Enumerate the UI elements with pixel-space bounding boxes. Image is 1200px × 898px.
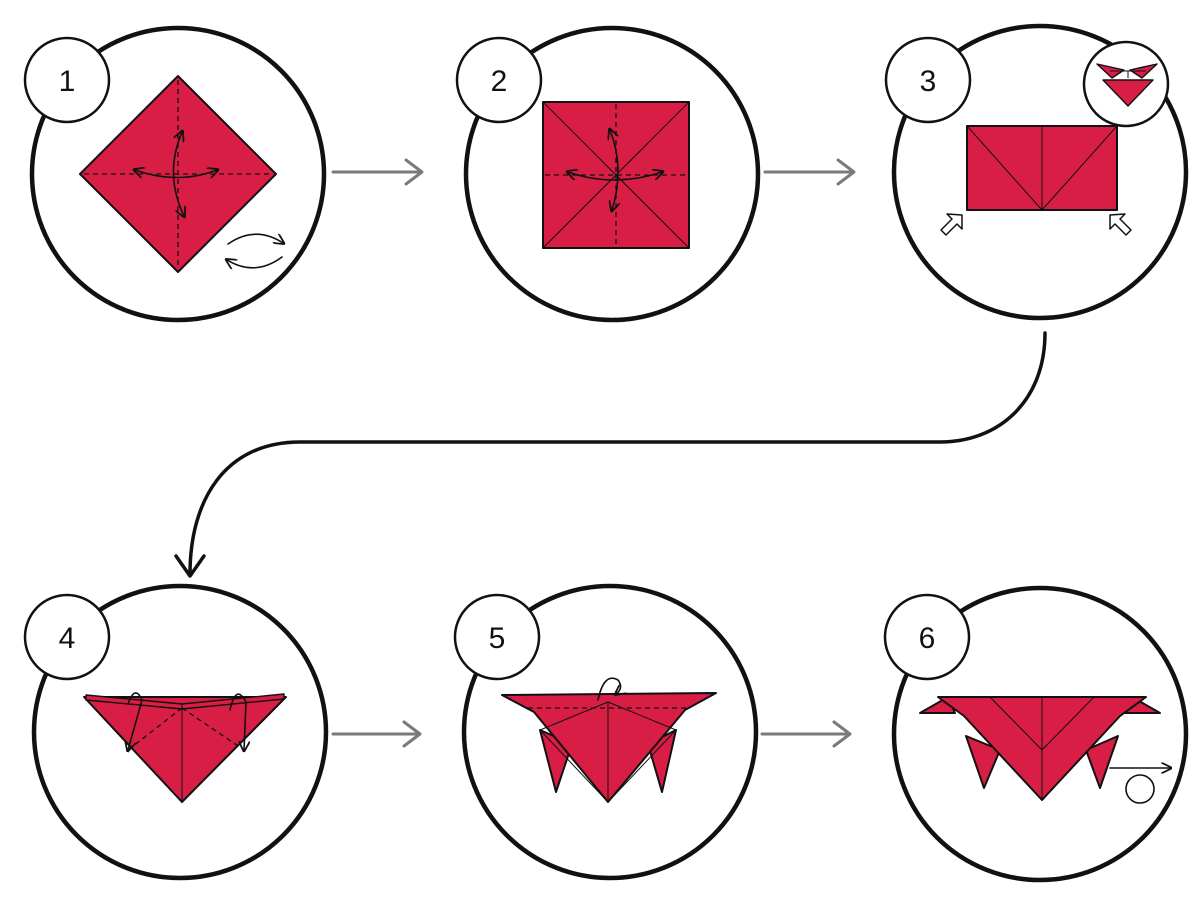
diagonal-valley-fold: [127, 707, 183, 751]
turn-over-icon: [1109, 768, 1170, 804]
step-number: 3: [920, 65, 937, 98]
connector-curve-3-4: [188, 331, 1047, 576]
hollow-push-arrow-icon: [940, 213, 963, 236]
step-number: 2: [491, 65, 508, 98]
step-2: 2: [455, 25, 761, 323]
step-number-badge: [453, 593, 541, 681]
step-4: 4: [23, 583, 329, 881]
step-number: 5: [489, 622, 506, 655]
step-5: 5: [453, 583, 759, 881]
fold-arrow-icon: [172, 132, 184, 216]
hollow-push-arrow-icon: [1109, 213, 1132, 236]
flow-arrowhead: [836, 158, 856, 186]
main-triangle: [501, 692, 717, 803]
step-number-badge: [883, 593, 971, 681]
step-number-badge: [455, 36, 543, 124]
right-flap: [1085, 735, 1119, 789]
step-number: 1: [59, 65, 76, 98]
fold-arrow-icon: [610, 130, 618, 210]
left-flap: [965, 735, 1001, 789]
step-number-badge: [884, 36, 972, 124]
connector-arrowhead: [174, 554, 206, 578]
fold-arrow-icon: [597, 677, 621, 701]
preview-result-icon: [1082, 40, 1170, 128]
turn-over-icon: [227, 234, 283, 268]
fold-arrow-icon: [229, 693, 246, 750]
flow-arrowhead: [832, 720, 852, 748]
flow-arrowhead: [402, 720, 422, 748]
step-number-badge: [23, 593, 111, 681]
flow-arrowhead: [404, 158, 424, 186]
step-number-badge: [23, 36, 111, 124]
step-6: 6: [883, 585, 1189, 883]
fold-arrow-icon: [128, 692, 143, 750]
step-3: 3: [884, 23, 1189, 321]
diagonal-valley-fold: [181, 707, 245, 751]
step-number: 6: [919, 622, 936, 655]
step-number: 4: [59, 622, 76, 655]
step-1: 1: [23, 25, 327, 323]
